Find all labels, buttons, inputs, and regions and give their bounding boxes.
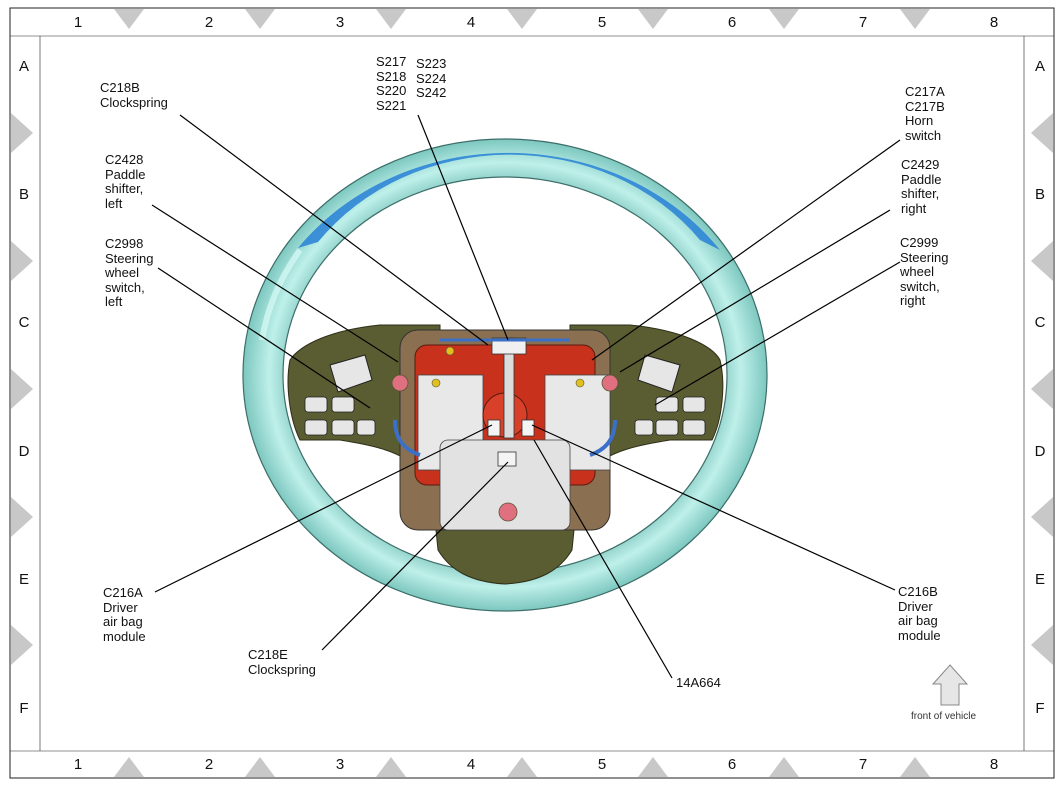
grid-col-5-top: 5 [597, 14, 607, 31]
right-switch-2 [655, 396, 679, 413]
hub-bottom-pin [498, 502, 518, 522]
grid-row-b-left: B [18, 186, 29, 203]
grid-triangles [11, 9, 1053, 777]
callout-c218b-clockspring: C218B Clockspring [100, 80, 168, 110]
callout-splice-group-a: S217 S218 S220 S221 [376, 54, 407, 113]
callout-c217a-horn-switch: C217A C217B Horn switch [905, 84, 945, 143]
callout-c2428-paddle-left: C2428 Paddle shifter, left [105, 152, 146, 211]
hub-right-bolt [575, 378, 585, 388]
rim-shading [259, 248, 303, 341]
hub-top-bolt [445, 346, 455, 356]
grid-col-4-bottom: 4 [466, 756, 476, 773]
grid-row-e-right: E [1034, 571, 1045, 588]
grid-col-8-top: 8 [989, 14, 999, 31]
grid-col-7-top: 7 [858, 14, 868, 31]
callout-c2999-switch-right: C2999 Steering wheel switch, right [900, 235, 949, 308]
grid-row-d-right: D [1034, 443, 1046, 460]
leader-lines [151, 114, 901, 679]
callout-c2429-paddle-right: C2429 Paddle shifter, right [901, 157, 942, 216]
grid-row-d-left: D [18, 443, 30, 460]
grid-col-2-bottom: 2 [204, 756, 214, 773]
grid-row-f-right: F [1035, 700, 1045, 717]
left-switch-5 [356, 419, 376, 436]
grid-row-c-left: C [18, 314, 30, 331]
connector-block-bottom [497, 451, 517, 467]
grid-col-1-top: 1 [73, 14, 83, 31]
left-switch-1 [304, 396, 328, 413]
connector-block-left [487, 419, 501, 437]
grid-col-3-bottom: 3 [335, 756, 345, 773]
left-switch-3 [304, 419, 328, 436]
callout-14a664: 14A664 [676, 675, 721, 690]
grid-col-5-bottom: 5 [597, 756, 607, 773]
callout-c218e-clockspring: C218E Clockspring [248, 647, 316, 677]
right-switch-5 [634, 419, 654, 436]
grid-row-f-left: F [19, 700, 29, 717]
callout-c2998-switch-left: C2998 Steering wheel switch, left [105, 236, 154, 309]
callout-c216b-airbag: C216B Driver air bag module [898, 584, 941, 643]
steering-wheel [242, 138, 768, 612]
diagram-border [9, 7, 1055, 779]
grid-row-a-right: A [1034, 58, 1045, 75]
hub-left-bolt [431, 378, 441, 388]
grid-row-b-right: B [1034, 186, 1045, 203]
left-switch-2 [331, 396, 355, 413]
harness-top-cap [491, 337, 527, 355]
grid-col-1-bottom: 1 [73, 756, 83, 773]
connector-block-right [521, 419, 535, 437]
callout-c216a-airbag: C216A Driver air bag module [103, 585, 146, 644]
grid-col-4-top: 4 [466, 14, 476, 31]
grid-col-3-top: 3 [335, 14, 345, 31]
right-switch-4 [655, 419, 679, 436]
grid-row-a-left: A [18, 58, 29, 75]
grid-row-e-left: E [18, 571, 29, 588]
blue-wire-left [393, 419, 421, 457]
grid-col-8-bottom: 8 [989, 756, 999, 773]
rim-blue-accent [298, 152, 720, 250]
left-paddle-button [329, 354, 373, 393]
hub-left-pin [391, 374, 409, 392]
right-switch-3 [682, 419, 706, 436]
front-of-vehicle-label: front of vehicle [911, 711, 977, 722]
hub-right-pin [601, 374, 619, 392]
hub-center-housing [439, 439, 571, 531]
front-of-vehicle-arrow-icon [931, 664, 969, 706]
grid-col-2-top: 2 [204, 14, 214, 31]
grid-col-6-top: 6 [727, 14, 737, 31]
left-switch-4 [331, 419, 355, 436]
grid-row-c-right: C [1034, 314, 1046, 331]
grid-col-6-bottom: 6 [727, 756, 737, 773]
callout-splice-group-b: S223 S224 S242 [416, 56, 447, 100]
right-paddle-button [637, 354, 681, 393]
right-switch-1 [682, 396, 706, 413]
grid-col-7-bottom: 7 [858, 756, 868, 773]
